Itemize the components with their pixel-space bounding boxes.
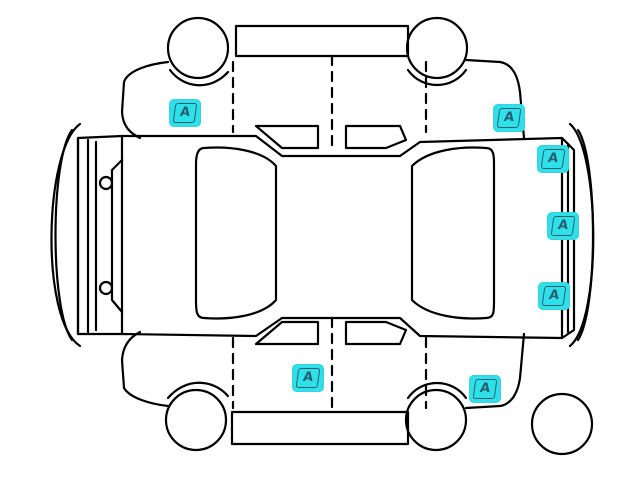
damage-marker-rear-bumper-bottom[interactable]: A (538, 282, 570, 310)
marker-label: A (172, 103, 198, 123)
marker-label: A (550, 216, 576, 236)
top-view-body (51, 124, 593, 346)
bottom-rear-wheel (406, 390, 466, 450)
top-rear-wheel (407, 18, 467, 78)
front-bumper (78, 136, 122, 334)
bottom-front-fender (122, 332, 168, 406)
bottom-rocker (232, 412, 408, 444)
marker-label: A (496, 108, 522, 128)
bottom-front-wheel (166, 390, 226, 450)
damage-marker-rear-right-quarter[interactable]: A (493, 104, 525, 132)
damage-marker-left-rear-quarter[interactable]: A (469, 375, 501, 403)
top-rear-window (346, 126, 406, 148)
windshield (196, 148, 276, 319)
damage-marker-front-left-fender[interactable]: A (169, 99, 201, 127)
marker-label: A (295, 368, 321, 388)
top-rear-quarter (466, 60, 524, 138)
top-rocker (236, 26, 408, 56)
marker-label: A (472, 379, 498, 399)
bottom-rear-window (346, 322, 406, 344)
body-outline (78, 136, 574, 338)
bottom-rear-quarter (466, 334, 524, 408)
top-side-view (122, 18, 524, 152)
bottom-side-view (122, 318, 524, 450)
left-headlight (100, 177, 112, 189)
marker-label: A (540, 149, 566, 169)
top-front-window (256, 126, 318, 148)
spare-tire (532, 394, 592, 454)
damage-marker-rear-bumper-top[interactable]: A (537, 145, 569, 173)
top-front-wheel (168, 18, 228, 78)
damage-marker-rear-bumper-middle[interactable]: A (547, 212, 579, 240)
rear-glass (412, 148, 494, 319)
top-front-fender (122, 62, 168, 138)
bottom-front-window (256, 322, 318, 344)
marker-label: A (541, 286, 567, 306)
damage-marker-left-front-door[interactable]: A (292, 364, 324, 392)
right-headlight (100, 282, 112, 294)
